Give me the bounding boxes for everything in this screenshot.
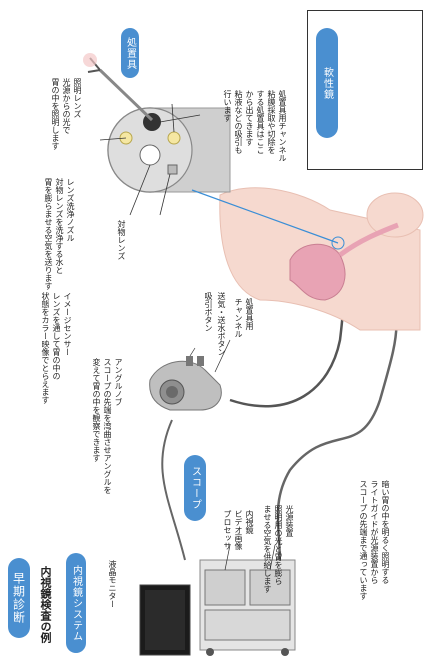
video-processor-label: 内視鏡 ビデオ画像 プロセッサ [222, 510, 255, 550]
forceps-wire [100, 70, 152, 120]
suction-button [186, 356, 193, 366]
patient-head [367, 193, 423, 237]
forceps-channel-mid-label: 処置具用 チャンネル [233, 298, 255, 338]
monitor-label: 液晶モニター [107, 560, 118, 608]
angle-knob-label: アングルノブ スコープの先端を湾曲させアングルを 変えて胃の中を観察できます [91, 358, 124, 494]
forceps-tool-pill: 処置具 [121, 28, 139, 78]
forceps-channel-tip-label: 処置具用チャンネル 粘膜採取や切除を する処置具はここ から出てきます 粘液など… [222, 90, 288, 162]
illumination-lens-label: 照明レンズ 光源からの光で 胃の中を照明します [50, 78, 83, 150]
early-diagnosis-pill: 早期診断 [8, 558, 30, 638]
illumination-lens-right [168, 132, 180, 144]
endoscope-system-pill: 内視鏡システム [66, 553, 86, 653]
scope-control-head [150, 361, 222, 410]
suction-button-label: 吸引ボタン [203, 292, 214, 332]
air-water-button [197, 356, 204, 366]
scope-pill: スコープ [184, 455, 206, 521]
flexible-scope-pill: 軟性鏡 [316, 28, 338, 138]
umbilical-cable [162, 420, 185, 560]
air-water-button-label: 送気・送水ボタン [216, 292, 227, 356]
light-guide-label: 暗い胃の中を明るく照明する ライトガイドが光源装置から スコープの先端まで通って… [358, 480, 391, 600]
light-source-label: 光源装置 照明用の光と胃を膨ら ませる空気を供給します [262, 505, 295, 593]
nozzle-opening [168, 165, 177, 174]
objective-lens-label: 対物レンズ [116, 220, 127, 260]
video-processor-unit [205, 570, 245, 605]
exam-example-title: 内視鏡検査の例 [40, 566, 51, 643]
objective-lens-opening [140, 145, 160, 165]
nozzle-label: レンズ洗浄ノズル 対物レンズを洗浄する水と 胃を膨らませる空気を送ります [43, 178, 76, 290]
image-sensor-label: イメージセンサー レンズを通して胃の中の 状態をカラー映像でとらえます [40, 292, 73, 404]
